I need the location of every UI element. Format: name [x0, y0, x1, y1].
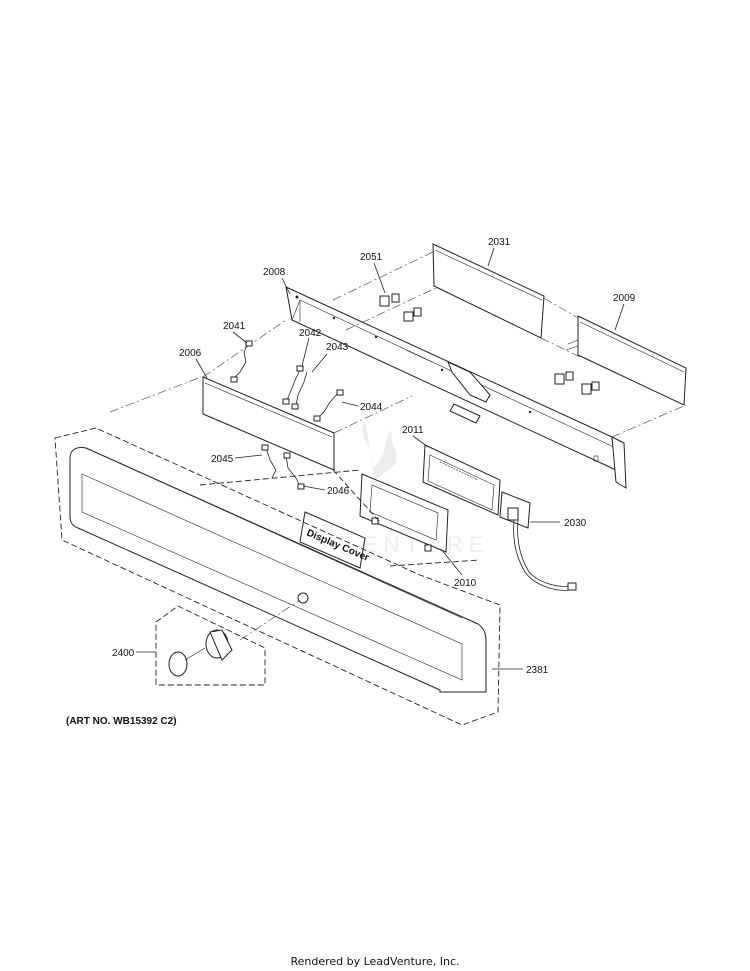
callout-2031: 2031 — [488, 237, 511, 248]
callout-2041: 2041 — [223, 321, 246, 332]
callout-2008: 2008 — [263, 267, 286, 278]
callout-2043: 2043 — [326, 342, 349, 353]
leader-lines — [136, 247, 625, 670]
callout-2011: 2011 — [402, 425, 424, 436]
callout-2045: 2045 — [211, 454, 234, 465]
switches-2051 — [379, 293, 600, 395]
callout-2009: 2009 — [613, 293, 636, 304]
front-panel-2381: Display Cover — [69, 447, 487, 693]
front-assembly-outline — [54, 427, 501, 726]
callout-2010: 2010 — [454, 578, 477, 589]
bracket-2008 — [285, 286, 627, 489]
frame-2010 — [359, 473, 449, 553]
callout-2400: 2400 — [112, 648, 135, 659]
board-2030 — [499, 491, 577, 591]
alignment-lines-rear — [332, 251, 687, 438]
callout-2006: 2006 — [179, 348, 202, 359]
callout-2051: 2051 — [360, 252, 383, 263]
callout-2042: 2042 — [299, 328, 322, 339]
board-2031 — [432, 243, 545, 339]
board-2006 — [202, 319, 413, 471]
callout-labels: 2031 2051 2008 2009 2041 2042 2043 2006 … — [112, 237, 636, 676]
display-2011 — [422, 444, 501, 516]
callout-2046: 2046 — [327, 486, 350, 497]
footer-credit: Rendered by LeadVenture, Inc. — [290, 955, 460, 968]
callout-2044: 2044 — [360, 402, 383, 413]
harnesses — [230, 340, 344, 490]
callout-2381: 2381 — [526, 665, 549, 676]
callout-2030: 2030 — [564, 518, 587, 529]
art-number: (ART NO. WB15392 C2) — [66, 716, 177, 727]
board-2009 — [565, 315, 687, 406]
knob-2400 — [155, 605, 266, 686]
